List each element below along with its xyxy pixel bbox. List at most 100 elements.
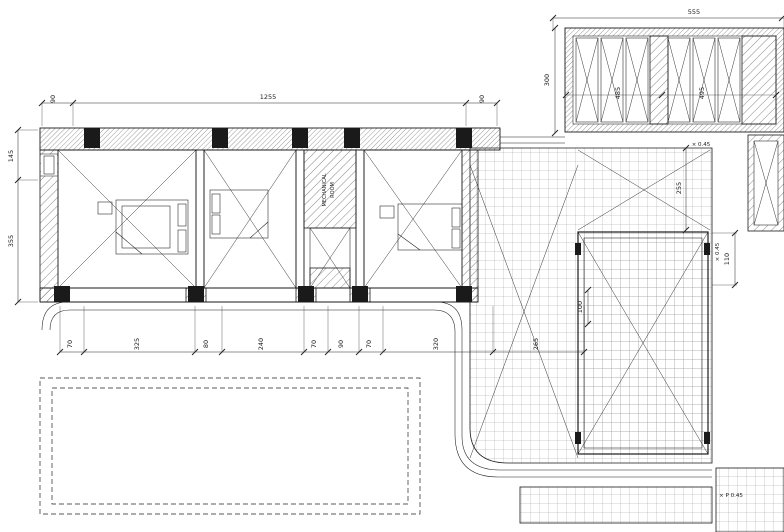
panel-outline [625, 37, 649, 123]
bed-fold [249, 221, 269, 239]
bed-outline [209, 189, 269, 239]
room-2 [203, 149, 297, 289]
dimension-label: 80 [202, 340, 210, 348]
dimension-label: 300 [543, 74, 551, 86]
pergola-mullion [649, 35, 669, 125]
door-jambs [40, 153, 58, 177]
room-3 [363, 149, 463, 289]
dimension-label: 320 [432, 338, 440, 350]
dimension-label: 495 [698, 87, 706, 99]
louver-panel [600, 37, 624, 123]
room-outline [203, 149, 297, 289]
platform-post [704, 243, 710, 255]
room-cross [203, 149, 297, 289]
column [54, 286, 70, 302]
bed [397, 203, 463, 251]
screen-inner-outline [753, 140, 779, 226]
room-label-mechanical: ROOM [330, 182, 336, 198]
bed-outline [115, 199, 189, 255]
dim-ticks [682, 144, 690, 234]
panel-outline [667, 37, 691, 123]
bed-mattress [121, 205, 171, 249]
dim-ticks [551, 24, 559, 137]
dimension-label: 70 [365, 340, 373, 348]
dimension-label: 70 [66, 340, 74, 348]
walkway-edge-inner [49, 309, 712, 478]
dimension-label: 70 [310, 340, 318, 348]
column [84, 128, 100, 148]
dim-extensions [552, 18, 784, 30]
right-wall [461, 149, 479, 303]
spot-elevation-marker: × 0.45 [692, 142, 711, 148]
panel-outline [692, 37, 716, 123]
dimension-label: 90 [478, 95, 486, 103]
column [456, 128, 472, 148]
spot-elevation-marker: × 0.45 [715, 242, 721, 261]
dimension-label: 265 [532, 338, 540, 350]
shaft-hatch [309, 267, 351, 289]
panel-outline [600, 37, 624, 123]
dimension-label: 555 [688, 8, 700, 16]
bed-fold [115, 231, 143, 255]
nightstand [97, 201, 113, 215]
pergola-structure [500, 27, 784, 232]
dimension-label: 110 [723, 253, 731, 265]
pillow [211, 214, 221, 235]
bed-outline [397, 203, 463, 251]
pillow [177, 203, 187, 227]
platform-cross [577, 231, 709, 455]
panel-cross [600, 37, 624, 123]
dimension-label: 325 [133, 338, 141, 350]
pool [39, 377, 421, 515]
dim-extensions [18, 129, 38, 303]
pergola-end-pier [741, 35, 777, 125]
dimension-label: 100 [576, 301, 584, 313]
walkway-edge-outer [41, 301, 712, 471]
raised-platform [575, 231, 710, 455]
dim-ticks [562, 91, 780, 99]
bottom-wall-lines [40, 287, 478, 303]
louver-panel [625, 37, 649, 123]
dimension-label: 485 [614, 87, 622, 99]
room-cross [57, 149, 197, 289]
panel-cross [717, 37, 741, 123]
platform-post [575, 432, 581, 444]
screen-cross [753, 140, 779, 226]
pillow [451, 228, 461, 249]
columns-bottom [54, 286, 472, 302]
dimension-label: 1255 [260, 93, 277, 101]
column [456, 286, 472, 302]
terrace-cross-top [577, 149, 711, 231]
louver-panel [717, 37, 741, 123]
pillow [211, 193, 221, 214]
platform-post [575, 243, 581, 255]
paving-strip-bottom [519, 486, 713, 524]
column [298, 286, 314, 302]
panel-outline [575, 37, 599, 123]
dim-ticks [584, 286, 592, 328]
column [292, 128, 308, 148]
dimension-label: 90 [49, 95, 57, 103]
column [344, 128, 360, 148]
pool-outline-outer [39, 377, 421, 515]
door-opening [41, 154, 57, 176]
bed [115, 199, 189, 255]
connector-lines [500, 136, 565, 144]
dimension-lines [14, 14, 784, 356]
column [212, 128, 228, 148]
column [188, 286, 204, 302]
bed [209, 189, 269, 239]
dimension-label: 255 [675, 182, 683, 194]
dimension-label: 145 [7, 150, 15, 162]
tiled-terrace [41, 147, 784, 532]
panel-cross [575, 37, 599, 123]
room-cross [363, 149, 463, 289]
dimension-label: 355 [7, 235, 15, 247]
room-label-mechanical: MECHANICAL [322, 173, 328, 206]
mechanical-room-area [303, 149, 357, 229]
room-1 [57, 149, 197, 289]
pillow [177, 229, 187, 253]
room-outline [57, 149, 197, 289]
